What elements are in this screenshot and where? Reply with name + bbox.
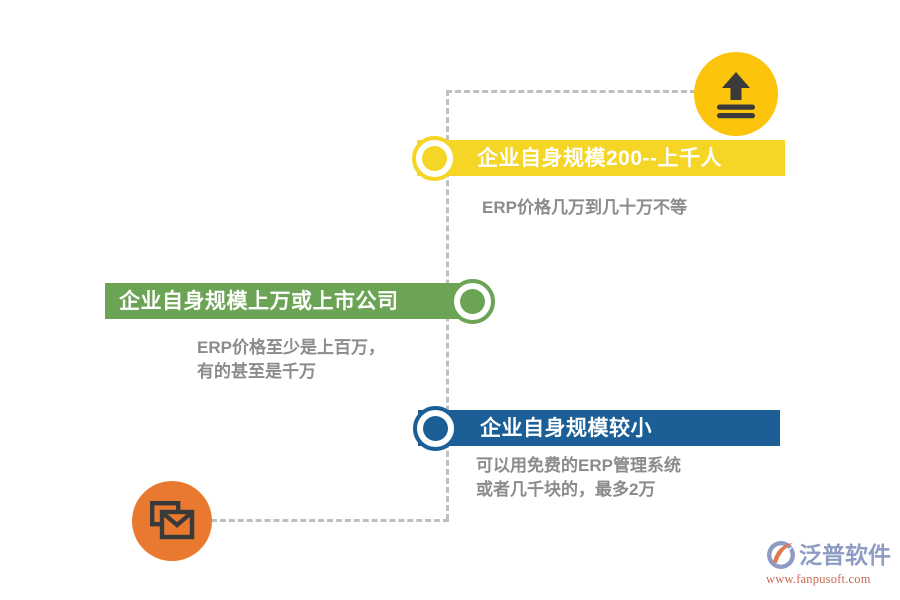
tier-label-blue: 企业自身规模较小 bbox=[480, 416, 652, 440]
donut-core-blue bbox=[423, 416, 448, 441]
fanpu-swoosh-logo-icon bbox=[767, 541, 795, 569]
tier-label-green: 企业自身规模上万或上市公司 bbox=[119, 289, 399, 313]
connector-top-horizontal bbox=[446, 90, 696, 93]
brand-url: www.fanpusoft.com bbox=[766, 572, 871, 586]
donut-marker-blue bbox=[413, 406, 458, 451]
tier-label-yellow: 企业自身规模200--上千人 bbox=[477, 146, 723, 170]
donut-marker-yellow bbox=[412, 136, 457, 181]
donut-marker-green bbox=[450, 279, 495, 324]
donut-core-green bbox=[460, 289, 485, 314]
upload-arrow-icon bbox=[717, 72, 755, 119]
upload-arrow-badge bbox=[694, 52, 778, 136]
brand-logo[interactable]: 泛普软件 www.fanpusoft.com bbox=[766, 539, 894, 589]
tier-banner-blue[interactable]: 企业自身规模较小 bbox=[418, 410, 780, 446]
brand-name: 泛普软件 bbox=[799, 541, 891, 568]
mail-badge bbox=[132, 481, 212, 561]
tier-description-green: ERP价格至少是上百万， 有的甚至是千万 bbox=[197, 338, 385, 381]
tier-description-blue: 可以用免费的ERP管理系统 或者几千块的，最多2万 bbox=[476, 456, 681, 499]
stacked-envelope-icon bbox=[150, 501, 195, 540]
tier-banner-green[interactable]: 企业自身规模上万或上市公司 bbox=[105, 283, 465, 319]
tier-description-yellow: ERP价格几万到几十万不等 bbox=[482, 198, 687, 217]
connector-bottom-horizontal bbox=[211, 519, 449, 522]
brand-logo-row: 泛普软件 bbox=[766, 539, 894, 571]
donut-core-yellow bbox=[422, 146, 447, 171]
tier-banner-yellow[interactable]: 企业自身规模200--上千人 bbox=[417, 140, 785, 176]
